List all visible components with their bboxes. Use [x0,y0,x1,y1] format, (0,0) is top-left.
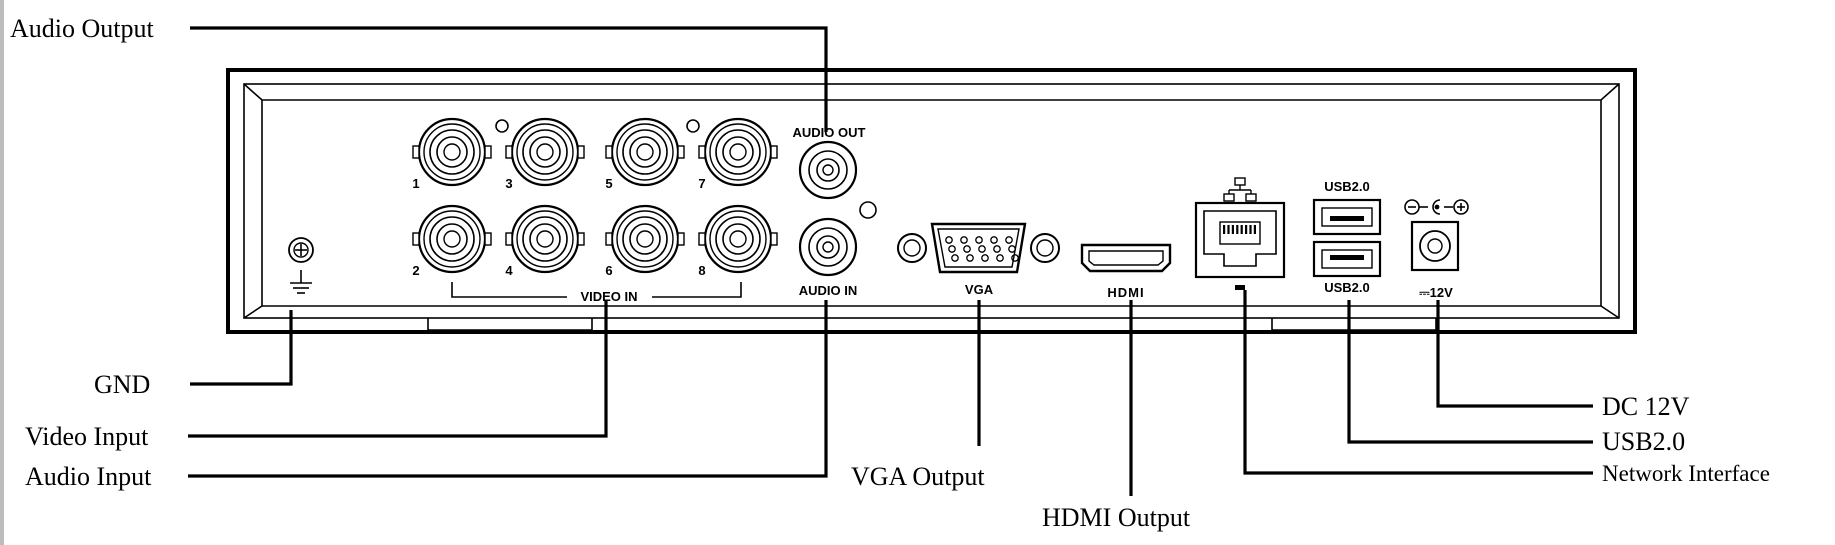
network-port-icon [1194,201,1286,290]
left-edge-strip [0,0,4,545]
leader-usb [1347,300,1593,444]
audio-in-label: AUDIO IN [799,283,858,298]
audio-out-rca-icon [798,140,858,200]
leader-dc [1436,300,1593,408]
bnc-connector-icon [505,204,585,274]
vga-label: VGA [965,282,994,297]
gnd-screw-icon [288,237,314,263]
callout-audio-input: Audio Input [25,462,152,491]
device-chassis [226,68,1637,334]
callout-vga-output: VGA Output [851,462,985,491]
dc-power-jack-icon [1410,220,1460,272]
hdmi-label: HDMI [1107,285,1144,300]
leader-lines [188,26,1593,496]
audio-in-rca-icon [798,217,858,277]
callout-network-interface: Network Interface [1602,461,1770,486]
usb-port-bottom-icon [1312,240,1382,278]
leader-network-interface [1243,290,1593,475]
network-symbol-icon [1223,177,1257,202]
bnc-connector-icon [412,117,492,187]
bnc-number-label: 3 [505,176,512,191]
bnc-connector-icon [605,117,685,187]
power-label: ⎓12V [1419,285,1453,300]
foot-left [427,318,593,331]
leader-video-input [188,300,608,438]
bnc-connector-icon [698,117,778,187]
bnc-connector-icon [698,204,778,274]
bnc-number-label: 1 [412,176,419,191]
leader-audio-output [190,26,828,132]
bnc-connector-icon [605,204,685,274]
callout-audio-output: Audio Output [10,14,155,43]
usb-bottom-label: USB2.0 [1324,280,1370,295]
video-input-connectors: 1 2 3 4 5 6 7 8 [412,117,778,278]
bnc-number-label: 7 [698,176,705,191]
foot-right [1271,318,1437,331]
usb-port-top-icon [1312,198,1382,236]
ground-symbol-icon [290,270,312,294]
bnc-number-label: 5 [605,176,612,191]
callout-usb: USB2.0 [1602,427,1685,456]
audio-out-label: AUDIO OUT [793,125,866,140]
leader-audio-input [188,300,828,478]
bnc-connector-icon [505,117,585,187]
usb-top-label: USB2.0 [1324,179,1370,194]
video-in-label: VIDEO IN [580,289,637,304]
indicator-hole-3 [859,201,877,219]
bnc-number-label: 4 [505,263,513,278]
callout-hdmi-output: HDMI Output [1042,503,1191,532]
callout-gnd: GND [94,370,150,399]
hdmi-port-icon [1080,243,1172,273]
bnc-number-label: 8 [698,263,705,278]
callout-dc: DC 12V [1602,392,1690,421]
indicator-hole-1 [495,119,509,133]
bnc-number-label: 6 [605,263,612,278]
bnc-number-label: 2 [412,263,419,278]
polarity-symbol-icon [1404,199,1469,215]
leader-gnd [190,310,293,386]
video-in-bracket: VIDEO IN [451,282,742,304]
vga-port-icon [897,222,1060,274]
callout-video-input: Video Input [25,422,149,451]
indicator-hole-2 [686,119,700,133]
bnc-connector-icon [412,204,492,274]
